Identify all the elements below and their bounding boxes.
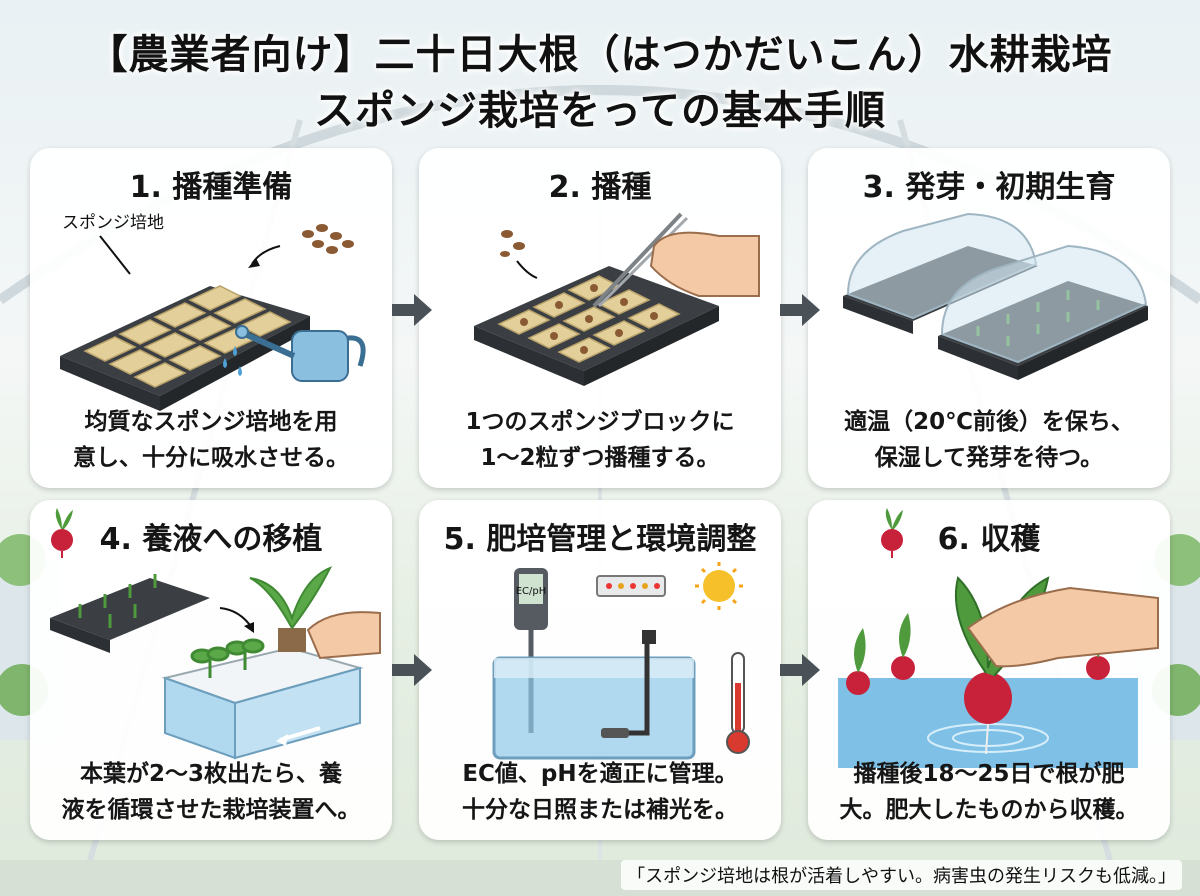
sponge-tray-illustration: スポンジ培地 bbox=[60, 213, 366, 411]
next-step-arrow bbox=[780, 294, 820, 326]
step-description: EC値、pHを適正に管理。 十分な日照または補光を。 bbox=[429, 756, 771, 828]
hand-icon bbox=[966, 586, 1159, 668]
humidity-dome-2 bbox=[938, 244, 1148, 380]
step-card-2: 2. 播種 1つのスポンジブロ bbox=[419, 148, 781, 488]
tweezers-icon bbox=[592, 212, 689, 308]
next-step-arrow bbox=[392, 294, 432, 326]
description-line-2: 1〜2粒ずつ播種する。 bbox=[480, 445, 720, 471]
next-step-arrow bbox=[780, 654, 820, 686]
step-card-1: 1. 播種準備 スポンジ培地 bbox=[30, 148, 392, 488]
step-card-6: 6. 収穫 播種後18〜25日で根が肥 大。肥大したものから収穫。 bbox=[808, 500, 1170, 840]
step-title: 5. 肥培管理と環境調整 bbox=[443, 522, 757, 557]
description-line-1: EC値、pHを適正に管理。 bbox=[462, 761, 738, 787]
description-line-1: 本葉が2〜3枚出たら、養 bbox=[79, 761, 342, 787]
step-description: 本葉が2〜3枚出たら、養 液を循環させた栽培装置へ。 bbox=[40, 756, 382, 828]
description-line-1: 播種後18〜25日で根が肥 bbox=[853, 761, 1125, 787]
description-line-2: 十分な日照または補光を。 bbox=[462, 797, 738, 823]
description-line-1: 適温（20℃前後）を保ち、 bbox=[844, 409, 1134, 435]
title-line-1: 【農業者向け】二十日大根（はつかだいこん）水耕栽培 bbox=[87, 32, 1113, 78]
step-description: 播種後18〜25日で根が肥 大。肥大したものから収穫。 bbox=[818, 756, 1160, 828]
meter-label: EC/pH bbox=[516, 586, 547, 597]
step-description: 均質なスポンジ培地を用 意し、十分に吸水させる。 bbox=[40, 404, 382, 476]
nutrient-tank bbox=[492, 630, 696, 760]
description-line-1: 均質なスポンジ培地を用 bbox=[84, 409, 338, 435]
radish-icon bbox=[881, 508, 903, 558]
description-line-1: 1つのスポンジブロックに bbox=[465, 409, 735, 435]
watering-can-icon bbox=[235, 325, 366, 382]
description-line-2: 液を循環させた栽培装置へ。 bbox=[61, 797, 361, 823]
footer-note: 「スポンジ培地は根が活着しやすい。病害虫の発生リスクも低減。」 bbox=[621, 860, 1182, 890]
harvest-illustration bbox=[838, 576, 1159, 768]
transplant-illustration bbox=[50, 566, 381, 760]
hand-icon bbox=[649, 231, 760, 297]
seedling-tray bbox=[50, 574, 210, 653]
description-line-2: 保湿して発芽を待つ。 bbox=[874, 445, 1104, 471]
sun-icon bbox=[695, 562, 743, 610]
germination-domes-illustration bbox=[843, 212, 1148, 380]
step-card-4: 4. 養液への移植 bbox=[30, 500, 392, 840]
sponge-label: スポンジ培地 bbox=[62, 213, 164, 233]
step-title: 3. 発芽・初期生育 bbox=[862, 170, 1116, 205]
grow-light-icon bbox=[596, 575, 666, 597]
description-line-2: 大。肥大したものから収穫。 bbox=[839, 797, 1139, 823]
title-line-2: スポンジ栽培をっての基本手順 bbox=[314, 88, 886, 134]
description-line-2: 意し、十分に吸水させる。 bbox=[73, 445, 349, 471]
next-step-arrow bbox=[392, 654, 432, 686]
step-title: 6. 収穫 bbox=[937, 522, 1041, 557]
step-description: 1つのスポンジブロックに 1〜2粒ずつ播種する。 bbox=[429, 404, 771, 476]
humidity-dome-1 bbox=[843, 212, 1038, 334]
step-description: 適温（20℃前後）を保ち、 保湿して発芽を待つ。 bbox=[818, 404, 1160, 476]
seeding-illustration bbox=[474, 212, 760, 386]
thermometer-icon bbox=[726, 652, 750, 754]
seedling-in-hand bbox=[249, 566, 381, 660]
step-title: 2. 播種 bbox=[548, 170, 652, 205]
step-title: 1. 播種準備 bbox=[129, 170, 293, 205]
step-card-3: 3. 発芽・初期生育 適温（20℃前後）を保ち、 保湿して発芽を待つ。 bbox=[808, 148, 1170, 488]
hydroponic-container bbox=[161, 638, 364, 760]
radish-icon bbox=[51, 508, 73, 558]
step-title: 4. 養液への移植 bbox=[99, 522, 323, 557]
step-card-5: 5. 肥培管理と環境調整 EC/pH bbox=[419, 500, 781, 840]
fertilizer-management-illustration: EC/pH bbox=[492, 562, 750, 760]
